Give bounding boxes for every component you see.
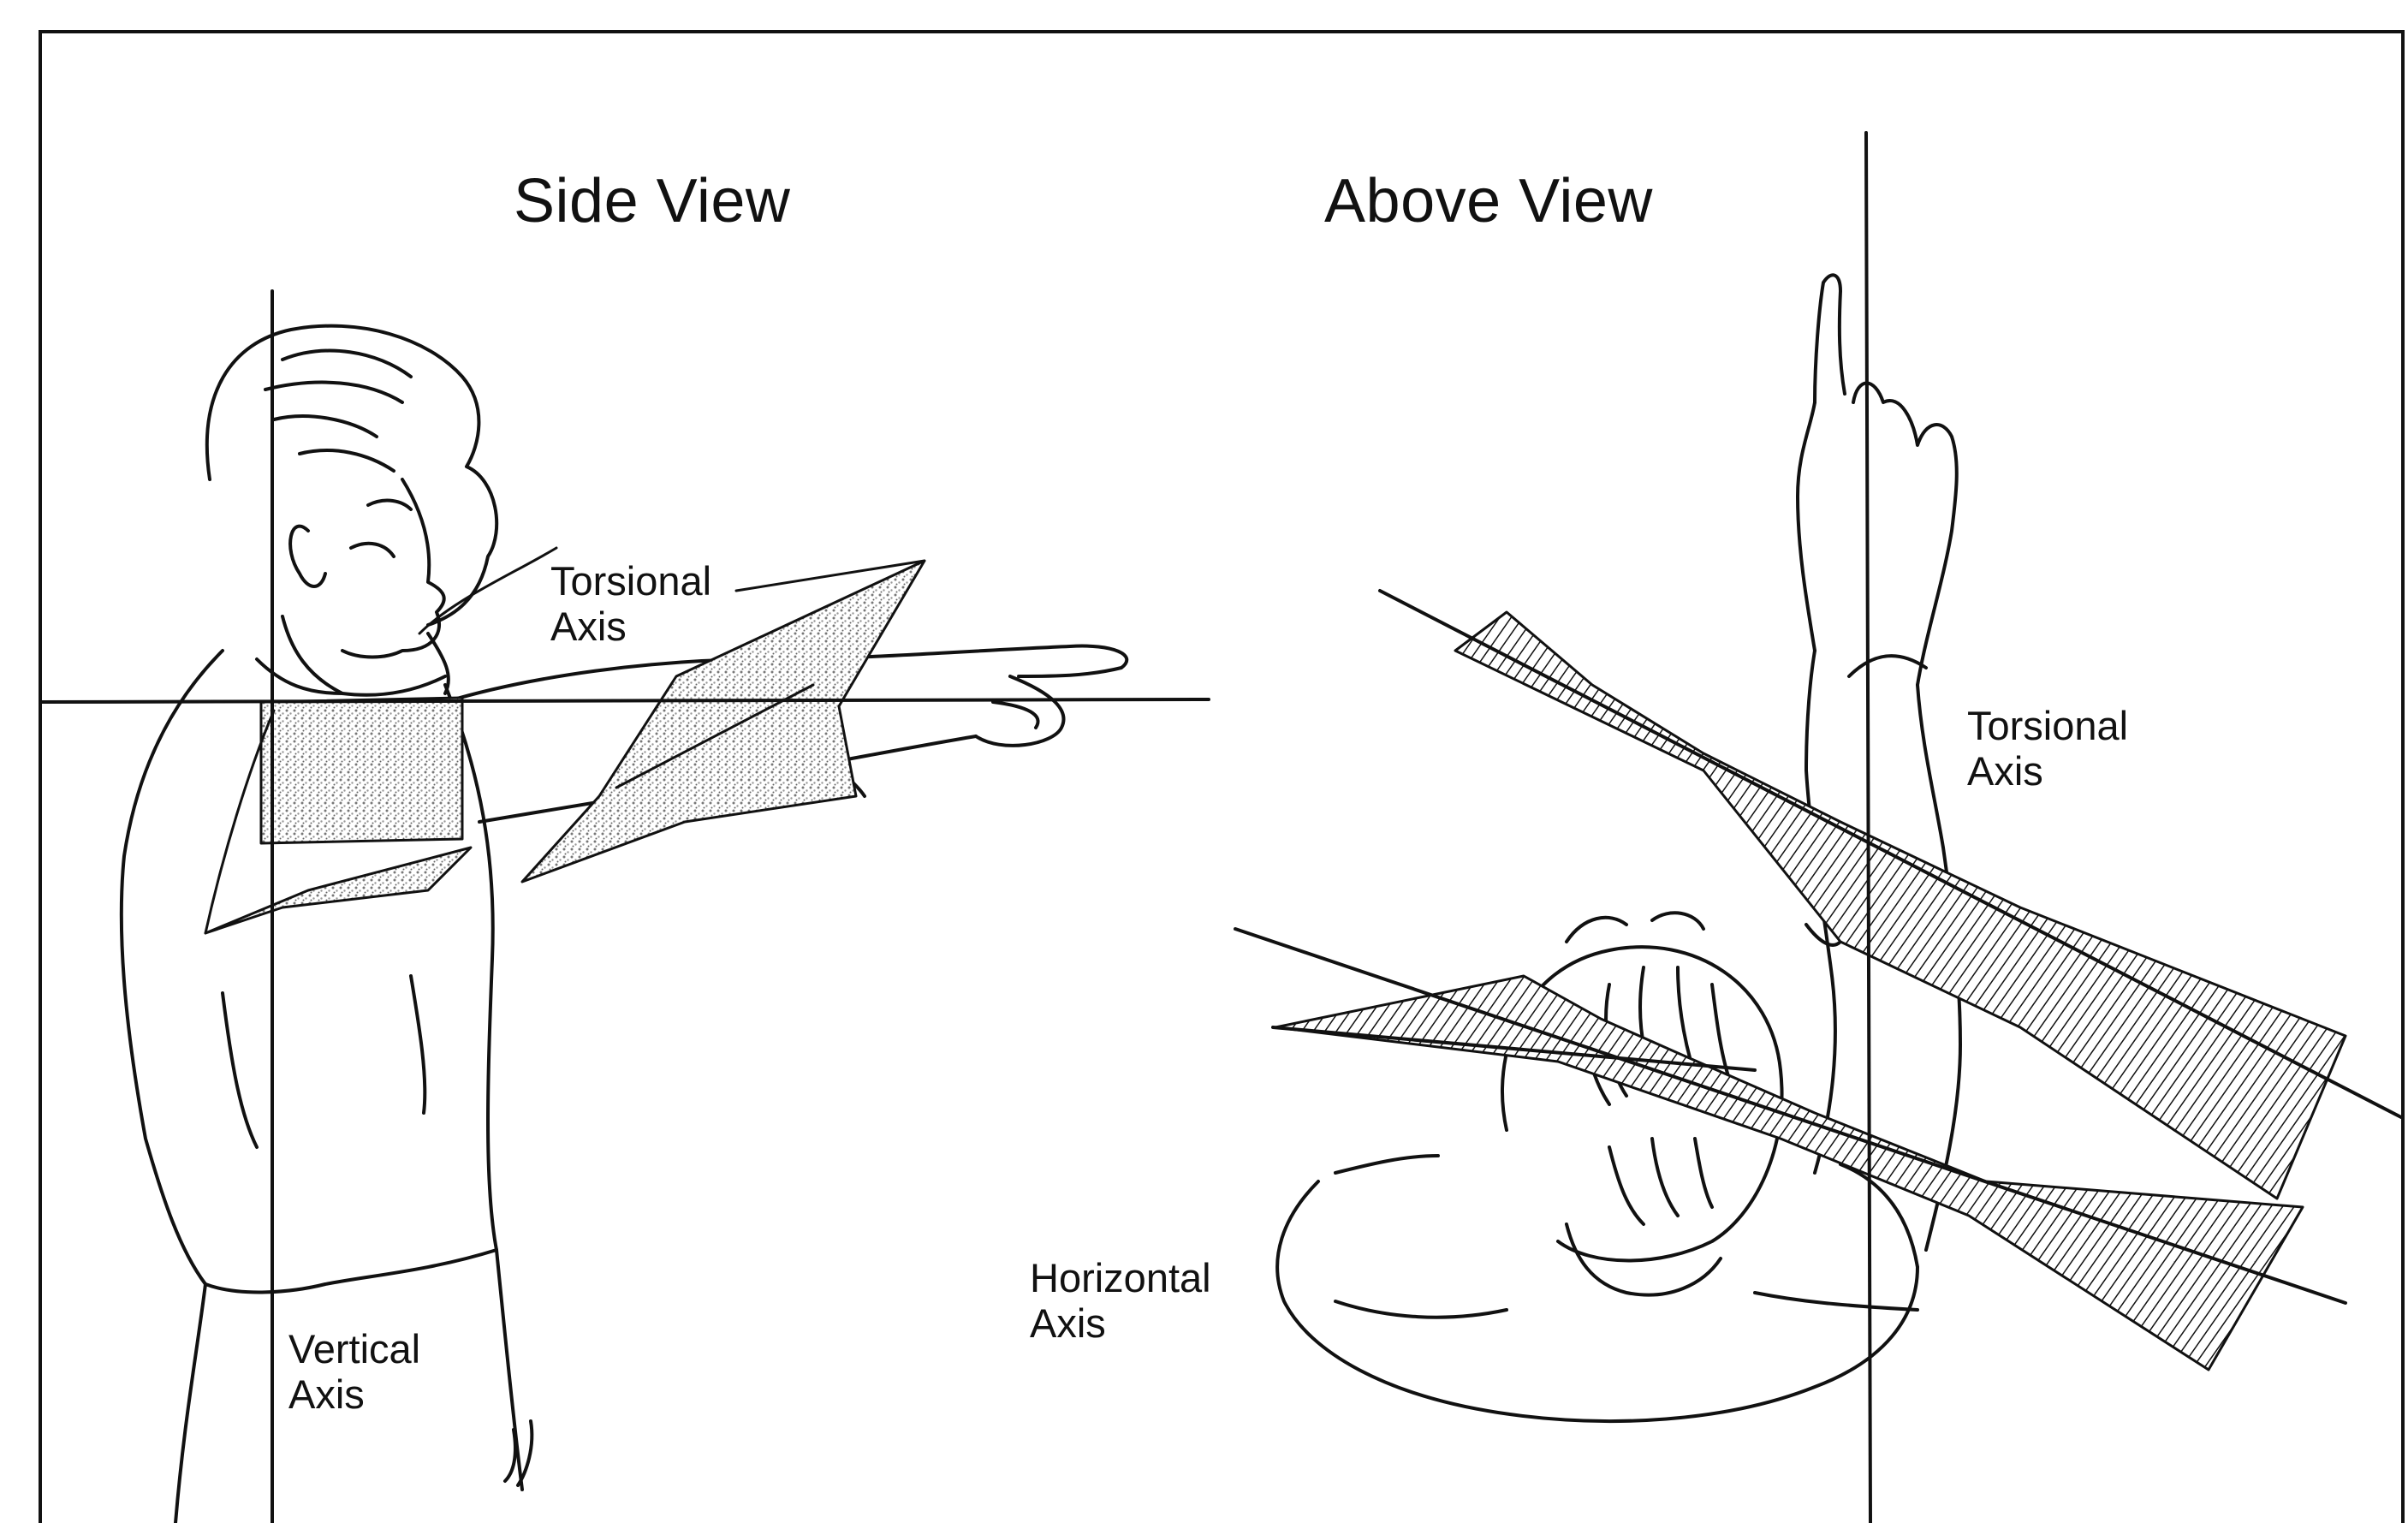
above-torsional-axis-label: Torsional Axis — [1967, 704, 2128, 794]
vertical-axis-label: Vertical Axis — [288, 1327, 420, 1417]
above-view-title: Above View — [1324, 167, 1653, 236]
side-plane-left — [205, 848, 471, 933]
above-vertical-axis-line — [1866, 133, 1870, 1523]
vertical-rotation-plane — [261, 698, 462, 843]
horizontal-axis-label: Horizontal Axis — [1030, 1256, 1211, 1346]
above-view-panel — [1235, 133, 2401, 1523]
side-torsional-axis-label: Torsional Axis — [550, 559, 711, 649]
side-torsional-axis-line — [40, 699, 1209, 702]
side-view-title: Side View — [514, 167, 790, 236]
